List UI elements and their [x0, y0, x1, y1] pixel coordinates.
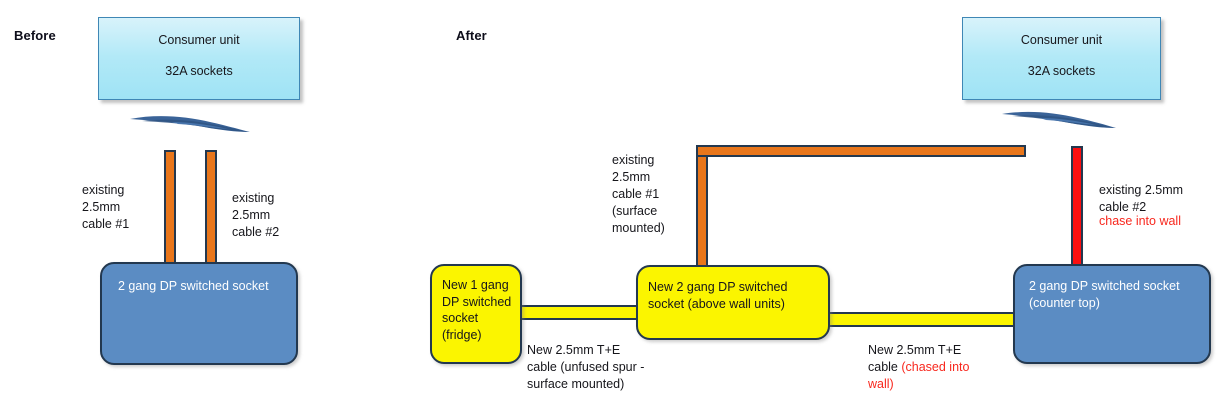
after-spur-cable-chased-label-prefix: New 2.5mm T+E cable	[868, 343, 962, 374]
after-spur-cable-chased-label: New 2.5mm T+E cable (chased into wall)	[868, 342, 993, 393]
before-wall-break-mark	[130, 116, 250, 132]
after-spur-cable-surface	[518, 305, 638, 320]
after-spur-cable-chased	[826, 312, 1016, 327]
after-socket-2gang-above-wall-units-label: New 2 gang DP switched socket (above wal…	[648, 280, 788, 311]
before-consumer-unit: Consumer unit 32A sockets	[98, 17, 300, 100]
after-spur-cable-chased-label-emphasis: (chased into wall)	[868, 359, 970, 391]
after-existing-cable-2-red	[1071, 146, 1083, 270]
before-socket-label: 2 gang DP switched socket	[118, 279, 269, 293]
after-consumer-unit-line1: Consumer unit	[1020, 33, 1103, 47]
after-chase-into-wall-label: chase into wall	[1099, 214, 1181, 228]
after-socket-2gang-counter-top-label: 2 gang DP switched socket (counter top)	[1029, 279, 1180, 310]
before-existing-cable-2	[205, 150, 217, 268]
after-section-title: After	[456, 28, 487, 43]
after-existing-cable-1-horizontal	[696, 145, 1026, 157]
before-existing-cable-1	[164, 150, 176, 268]
after-existing-cable-1-label: existing 2.5mm cable #1 (surface mounted…	[612, 153, 665, 235]
after-socket-1gang-fridge-label: New 1 gang DP switched socket (fridge)	[442, 278, 512, 342]
after-socket-2gang-counter-top: 2 gang DP switched socket (counter top)	[1013, 264, 1211, 364]
before-consumer-unit-line1: Consumer unit	[158, 33, 240, 47]
before-section-title: Before	[14, 28, 56, 43]
after-socket-1gang-fridge: New 1 gang DP switched socket (fridge)	[430, 264, 522, 364]
after-spur-cable-surface-label: New 2.5mm T+E cable (unfused spur - surf…	[527, 343, 645, 391]
before-cable-1-label: existing 2.5mm cable #1	[82, 183, 130, 231]
before-socket-2gang-dp: 2 gang DP switched socket	[100, 262, 298, 365]
after-wall-break-mark	[1002, 111, 1116, 128]
after-existing-cable-1-vertical	[696, 145, 708, 275]
before-cable-2-label: existing 2.5mm cable #2	[232, 191, 280, 239]
after-consumer-unit-line2: 32A sockets	[1027, 64, 1096, 78]
after-socket-2gang-above-wall-units: New 2 gang DP switched socket (above wal…	[636, 265, 830, 340]
after-existing-cable-2-label: existing 2.5mm cable #2	[1099, 183, 1184, 214]
after-consumer-unit: Consumer unit 32A sockets	[962, 17, 1161, 100]
before-consumer-unit-line2: 32A sockets	[165, 64, 233, 78]
